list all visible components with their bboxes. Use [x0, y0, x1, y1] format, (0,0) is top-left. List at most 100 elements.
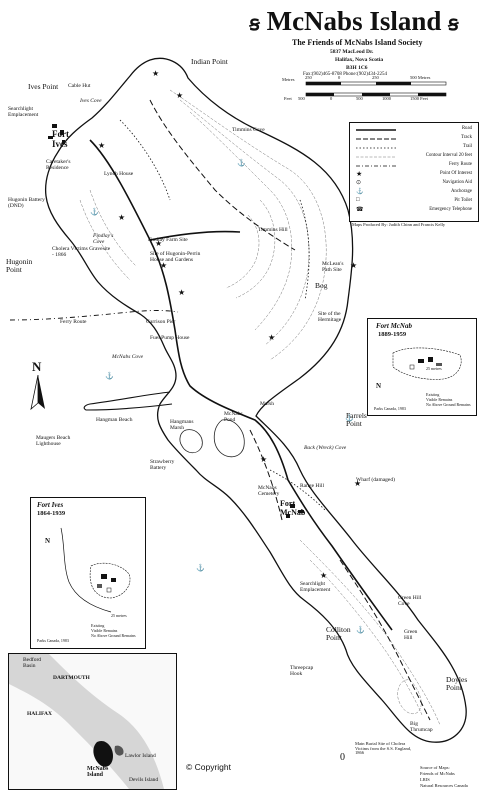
label-hugonin-battery: Hugonin Battery (DND) — [8, 197, 45, 209]
contour-lines — [79, 89, 441, 726]
scale-metres-tick: 500 Metres — [410, 75, 431, 80]
roads — [89, 139, 393, 631]
label-lynch-house: Lynch House — [104, 171, 134, 177]
scale-metres-tick: 250 — [305, 75, 312, 80]
label-fort-mcnab: Fort McNab — [280, 499, 306, 517]
pit-toilet-icon: □ — [356, 197, 360, 203]
label-hangmans-marsh: Hangmans Marsh — [170, 419, 194, 431]
svg-text:⚓: ⚓ — [196, 563, 205, 572]
label-ives-cove: Ives Cove — [80, 98, 102, 104]
label-farrels-point: Farrels Point — [346, 411, 367, 428]
label-searchlight: Searchlight Emplacement — [8, 106, 39, 118]
fort-ives-buildings — [48, 124, 65, 144]
label-cholera: Cholera Victims Gravesite - 1866 — [52, 246, 111, 258]
label-caretaker: Caretaker's Residence — [46, 159, 71, 171]
source-line-2: Friends of McNabs — [420, 771, 455, 776]
label-garrison-pier: Garrison Pier — [146, 319, 176, 325]
north-arrow-icon — [30, 375, 45, 411]
label-hermitage: Site of the Hermitage — [318, 311, 342, 323]
label-indian-point: Indian Point — [191, 57, 228, 66]
inset-bedford-basin: Bedford Basin — [23, 657, 42, 669]
svg-text:⚓: ⚓ — [90, 207, 99, 216]
ornament-right: ꞩ — [448, 13, 459, 35]
inset-mcnab-scale: 25 metres — [426, 366, 442, 371]
svg-text:★: ★ — [178, 288, 185, 297]
regional-inset-map — [9, 654, 176, 789]
inset-halifax: HALIFAX — [27, 711, 52, 717]
label-doyles-point: Doyles Point — [446, 675, 468, 692]
inset-mcnab-map — [392, 347, 462, 380]
label-colliton-point: Colliton Point — [326, 625, 351, 642]
label-bog: Bog — [315, 281, 328, 290]
legend-row-poi: ★ Point Of Interest — [356, 170, 472, 178]
north-label: N — [32, 359, 42, 374]
map-legend: Road Track Trail Contour Interval 20 fee… — [349, 122, 479, 222]
regional-inset: Bedford Basin DARTMOUTH HALIFAX McNabs I… — [8, 653, 177, 790]
points-of-interest: ★★★ ★★★ ★★★ ★★★ — [98, 69, 361, 580]
svg-text:★: ★ — [268, 333, 275, 342]
inset-lawlor-island: Lawlor Island — [125, 753, 156, 759]
scale-feet-label: Feet — [284, 96, 292, 101]
legend-row-anchorage: ⚓ Anchorage — [356, 189, 472, 195]
inset-mcnab-north: N — [376, 382, 382, 390]
label-searchlight-2: Searchlight Emplacement — [300, 581, 331, 593]
society-name: The Friends of McNabs Island Society — [292, 38, 423, 47]
inset-ives-legend-visible: Visible Remains — [91, 628, 118, 633]
copyright-notice: © Copyright — [186, 762, 232, 772]
scale-feet-tick: 1500 Feet — [410, 96, 428, 101]
inset-mcnabs-island: McNabs Island — [87, 766, 109, 778]
track-symbol — [356, 138, 396, 140]
label-marsh: Marsh — [260, 401, 275, 407]
inset-ives-north: N — [45, 537, 51, 545]
svg-text:★: ★ — [118, 213, 125, 222]
label-mcnabs-cove: McNabs Cove — [112, 354, 144, 360]
label-wharf: Wharf (damaged) — [356, 477, 395, 483]
legend-row-contour: Contour Interval 20 feet — [354, 152, 474, 161]
scale-metres-label: Metres — [282, 77, 295, 82]
telephone-icon: ☎ — [356, 207, 364, 213]
inset-devils-island: Devils Island — [129, 777, 159, 783]
navigation-aid-icon: ⊙ — [356, 180, 362, 186]
source-line-4: Natural Resources Canada — [420, 783, 468, 788]
road-symbol — [356, 129, 396, 131]
inset-dartmouth: DARTMOUTH — [53, 675, 90, 681]
anchorage-symbols: ⚓⚓⚓ ⚓⚓⚓ — [90, 158, 365, 634]
inset-mcnab-legend-visible: Visible Remains — [426, 397, 453, 402]
svg-text:⚓: ⚓ — [237, 158, 246, 167]
label-fuel-pump: Fuel Pump House — [150, 335, 190, 341]
legend-row-toilet: □ Pit Toilet — [356, 197, 472, 203]
inset-ives-legend-existing: Existing — [91, 623, 105, 628]
star-icon: ★ — [356, 170, 363, 178]
label-mcnabs-pond: McNabs Pond — [224, 411, 243, 423]
label-timmins-hill: Timmins Hill — [258, 227, 288, 233]
svg-text:★: ★ — [152, 69, 159, 78]
legend-credit: Maps Produced By: Judith Chinn and Franc… — [352, 222, 446, 227]
svg-text:★: ★ — [354, 479, 361, 488]
inset-ives-scale: 25 metres — [111, 613, 127, 618]
svg-text:★: ★ — [160, 261, 167, 270]
ornament-left: ꞩ — [249, 13, 260, 35]
label-hugonin-perrin: Site of Hugonin-Perrin House and Gardens — [150, 251, 201, 263]
tracks — [149, 99, 431, 721]
scale-feet-tick: 1000 — [382, 96, 391, 101]
inset-mcnab-credit: Parks Canada, 1983 — [374, 406, 406, 411]
inset-ives-credit: Parks Canada, 1983 — [37, 638, 69, 643]
inset-ives-legend-none: No Above Ground Remains — [91, 633, 136, 638]
scale-metres-tick: 250 — [372, 75, 379, 80]
trails — [119, 119, 326, 511]
address-line-1: 5837 MacLeod Dr. — [330, 49, 374, 55]
hangmans-marsh-shape — [179, 429, 203, 454]
fort-ives-inset: Fort Ives 1864-1939 N 25 metres Existing… — [30, 497, 146, 649]
cholera-burial-note: Main Burial Site of Cholera Victims from… — [355, 741, 412, 755]
label-hangman-beach: Hangman Beach — [96, 417, 133, 423]
label-findlay-farm: Findlay Farm Site — [148, 237, 188, 243]
svg-text:★: ★ — [176, 91, 183, 100]
inset-ives-map — [60, 527, 131, 613]
svg-text:★: ★ — [98, 141, 105, 150]
label-range-hill: Range Hill — [300, 483, 324, 489]
label-mcleans-path: McLean's Path Site — [322, 261, 344, 273]
inset-mcnab-legend-none: No Above Ground Remains — [426, 402, 471, 407]
svg-text:★: ★ — [155, 239, 162, 248]
label-big-thrumcap: Big Thrumcap — [410, 721, 433, 733]
